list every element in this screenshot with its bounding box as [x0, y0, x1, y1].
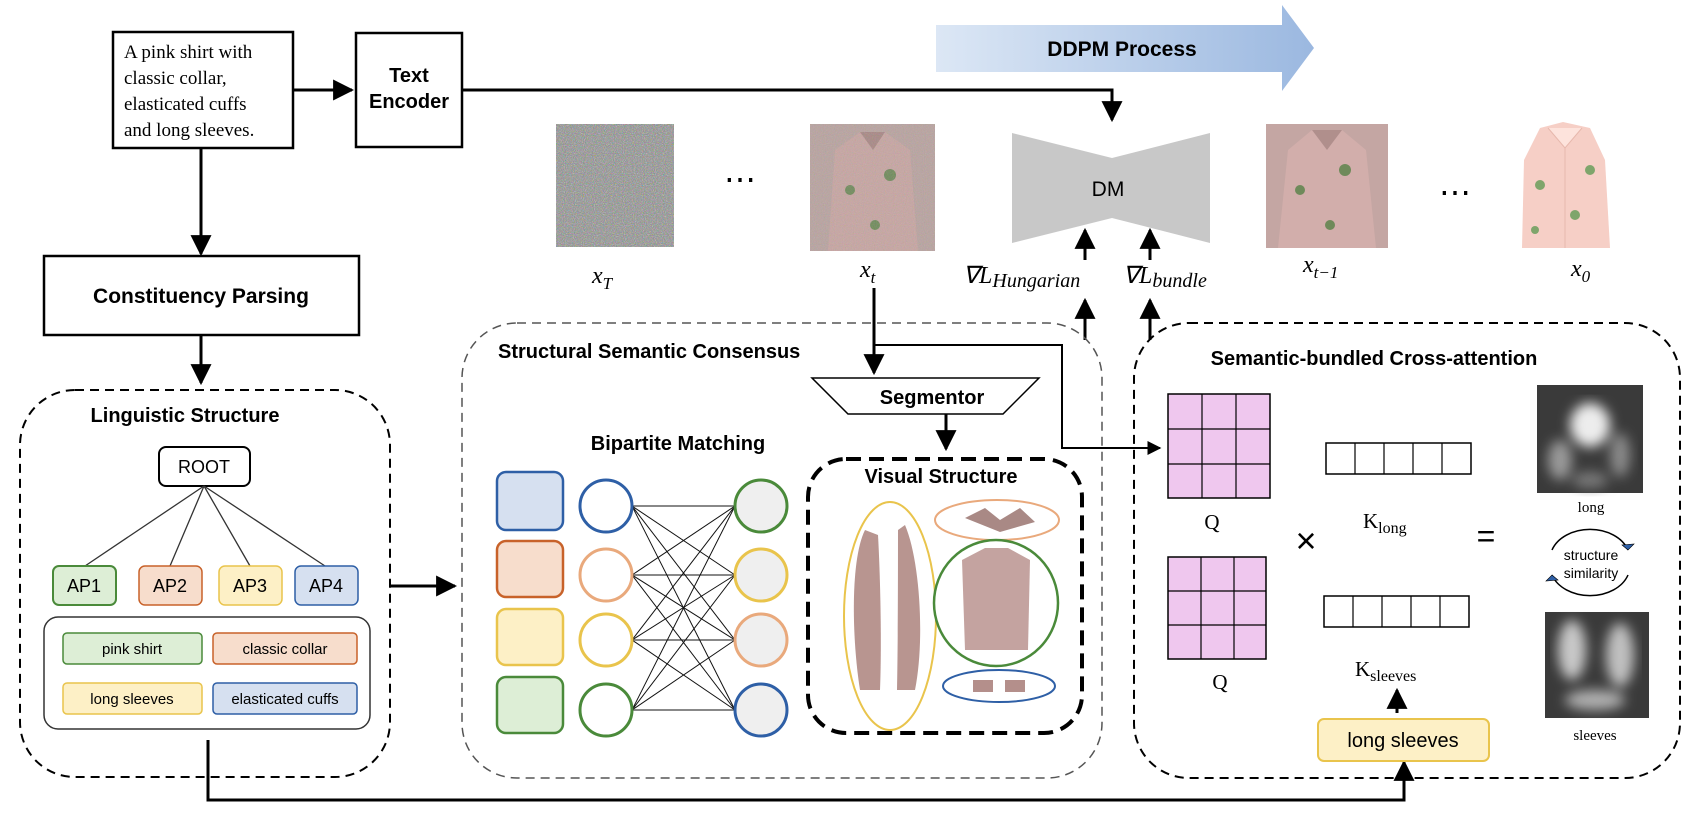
ap3-node [218, 565, 283, 606]
label-x0: x0 [1570, 256, 1591, 286]
phrase-label: pink shirt [102, 641, 163, 658]
ellipsis: ⋯ [724, 161, 756, 197]
times-sign: × [1295, 520, 1316, 561]
phrase-box-label: long sleeves [1347, 730, 1458, 752]
root-label: ROOT [178, 457, 230, 477]
bipartite-title: Bipartite Matching [591, 433, 765, 455]
attention-map-sleeves [1545, 612, 1649, 718]
constituency-label: Constituency Parsing [93, 285, 309, 308]
text-encoder-box: Text Encoder [354, 31, 464, 149]
right-node-blue [733, 682, 789, 738]
ap1-label: AP1 [67, 576, 101, 596]
dm-unet: DM [1012, 133, 1210, 243]
ap3-label: AP3 [233, 576, 267, 596]
shirt-body-shape [962, 548, 1030, 650]
grad-hungarian: ∇LHungarian [963, 263, 1080, 292]
grad-bundle: ∇Lbundle [1123, 263, 1207, 292]
arrow-encoder-to-dm [462, 88, 1123, 123]
prompt-line: elasticated cuffs [124, 94, 247, 115]
phrase-label: elasticated cuffs [231, 691, 338, 708]
ap2-label: AP2 [153, 576, 187, 596]
phrase-label: classic collar [242, 641, 327, 658]
cuff-shape [1005, 680, 1025, 692]
tree-edges [84, 485, 326, 567]
text-node-green [495, 675, 565, 735]
phrase-chip-blue [212, 682, 358, 715]
phrase-chip-orange [212, 632, 358, 665]
shirt-xtm1 [1266, 124, 1388, 248]
structure-similarity-label: similarity [1564, 565, 1618, 581]
left-node-yellow [578, 612, 634, 668]
prompt-line: classic collar, [124, 68, 227, 89]
equals-sign: = [1477, 518, 1496, 554]
noisy-shirt-xt [810, 124, 935, 251]
ellipsis: ⋯ [1439, 174, 1471, 210]
right-node-yellow [733, 547, 789, 603]
prompt-box: A pink shirt with classic collar, elasti… [111, 30, 295, 150]
q-label: Q [1212, 670, 1227, 694]
sleeve-left-shape [853, 530, 881, 690]
right-node-green [733, 478, 789, 534]
linguistic-panel [19, 389, 391, 778]
phrase-label: long sleeves [90, 691, 173, 708]
segmentor-shape [810, 377, 1041, 415]
ssc-title: Structural Semantic Consensus [498, 341, 800, 363]
label-xt: xt [859, 257, 877, 287]
text-encoder-label: Encoder [369, 91, 449, 113]
visual-structure-title: Visual Structure [864, 466, 1017, 488]
cuff-shape [973, 680, 993, 692]
left-node-green [578, 682, 634, 738]
text-encoder-label: Text [389, 65, 429, 87]
prompt-line: and long sleeves. [124, 120, 254, 141]
label-xtm1: xt−1 [1302, 252, 1338, 282]
sbca-title: Semantic-bundled Cross-attention [1211, 348, 1538, 370]
dm-label: DM [1092, 178, 1125, 201]
bipartite-edges [631, 505, 736, 711]
ap2-node [138, 565, 203, 606]
phrase-box-long-sleeves [1317, 718, 1490, 762]
ap4-label: AP4 [309, 576, 343, 596]
ddpm-label: DDPM Process [1047, 38, 1196, 61]
right-node-orange [733, 612, 789, 668]
arrow-xt-to-q [874, 344, 1162, 455]
ssc-panel [461, 322, 1103, 779]
prompt-line: A pink shirt with [124, 42, 253, 63]
phrase-chip-yellow [62, 682, 203, 715]
q-label: Q [1204, 510, 1219, 534]
structure-similarity-label: structure [1564, 547, 1619, 563]
clean-shirt-x0 [1522, 122, 1610, 248]
left-node-orange [578, 547, 634, 603]
q-grid-top [1167, 393, 1271, 499]
map-long-label: long [1578, 500, 1605, 516]
structure-similarity-cycle [1545, 528, 1635, 597]
k-sleeves-vector [1323, 595, 1470, 628]
q-grid-bottom [1167, 556, 1267, 660]
map-sleeves-label: sleeves [1573, 728, 1616, 744]
k-long-label: Klong [1363, 509, 1407, 537]
phrase-chip-green [62, 632, 203, 665]
attention-map-long [1537, 385, 1643, 493]
ap1-node [52, 565, 117, 606]
segmentor-label: Segmentor [880, 387, 985, 409]
ddpm-process-arrow: DDPM Process [936, 5, 1314, 91]
left-node-blue [578, 478, 634, 534]
k-sleeves-label: Ksleeves [1355, 657, 1416, 685]
constituency-parsing-box: Constituency Parsing [42, 254, 361, 337]
sbca-panel [1133, 322, 1681, 779]
k-long-vector [1325, 442, 1472, 475]
text-node-blue [495, 470, 565, 532]
arrow-phrase-to-sbca [206, 740, 1415, 802]
text-node-yellow [495, 607, 565, 667]
linguistic-title: Linguistic Structure [91, 405, 280, 427]
text-node-orange [495, 539, 565, 599]
cuffs-ellipse [942, 669, 1056, 703]
sleeve-right-shape [897, 525, 921, 690]
label-xT: xT [591, 263, 614, 293]
ap4-node [294, 565, 359, 606]
noise-image-xT [556, 124, 674, 247]
collar-shape [965, 508, 1035, 532]
